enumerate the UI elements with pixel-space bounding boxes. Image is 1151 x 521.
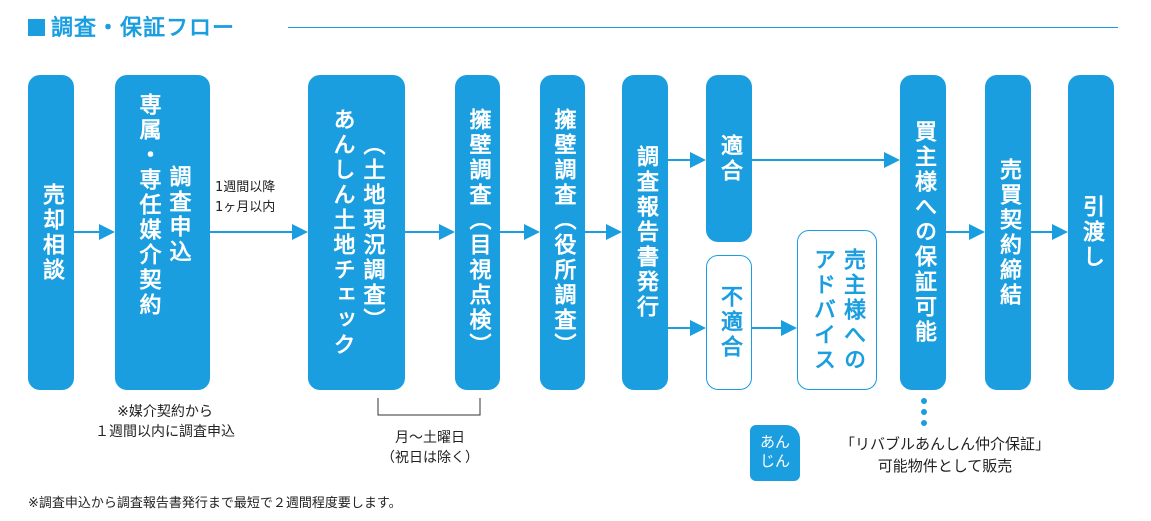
label: 専属・専任媒介契約 — [135, 93, 161, 318]
step-sale-consultation: 売却相談 — [28, 75, 74, 390]
guarantee-note: 「リバブルあんしん仲介保証」可能物件として販売 — [839, 435, 1050, 475]
label: 売主様への — [840, 247, 865, 373]
result-ng: 不適合 — [706, 255, 752, 390]
step-sales-contract: 売買契約締結 — [985, 75, 1031, 390]
title-text: 調査・保証フロー — [51, 16, 236, 41]
label: アドバイス — [810, 247, 835, 373]
step-buyer-guarantee: 買主様への保証可能 — [900, 75, 946, 390]
footer-note: ※調査申込から調査報告書発行まで最短で２週間程度要します。 — [28, 496, 402, 511]
step-seller-advice: 売主様へのアドバイス — [797, 230, 877, 390]
label: 売買契約締結 — [996, 157, 1021, 308]
square-icon — [28, 19, 45, 36]
section-title: 調査・保証フロー — [28, 10, 235, 42]
label: 適合 — [717, 133, 742, 184]
title-rule — [288, 27, 1118, 28]
step-land-check: （土地現況調査）あんしん土地チェック — [308, 75, 405, 390]
label: 買主様への保証可能 — [911, 120, 936, 345]
result-ok: 適合 — [706, 75, 752, 242]
step-wall-office: 擁壁調査（役所調査） — [540, 75, 585, 390]
label: （土地現況調査） — [359, 132, 385, 333]
label: 不適合 — [717, 285, 742, 360]
step-wall-visual: 擁壁調査（目視点検） — [455, 75, 500, 390]
label: 調査申込 — [165, 165, 191, 265]
anshin-logo: あんじん — [750, 425, 800, 481]
label: 擁壁調査（役所調査） — [550, 107, 576, 358]
step-report: 調査報告書発行 — [622, 75, 668, 390]
step-handover: 引渡し — [1068, 75, 1114, 390]
days-note: 月～土曜日（祝日は除く） — [381, 430, 479, 466]
label: 調査報告書発行 — [633, 145, 658, 320]
label: 引渡し — [1079, 195, 1104, 270]
label: あんしん土地チェック — [329, 107, 355, 358]
label: 擁壁調査（目視点検） — [465, 107, 491, 358]
label: 売却相談 — [39, 182, 64, 283]
bracket — [377, 398, 481, 416]
step-contract: 専属・専任媒介契約調査申込 — [115, 75, 210, 390]
dots — [921, 398, 927, 426]
